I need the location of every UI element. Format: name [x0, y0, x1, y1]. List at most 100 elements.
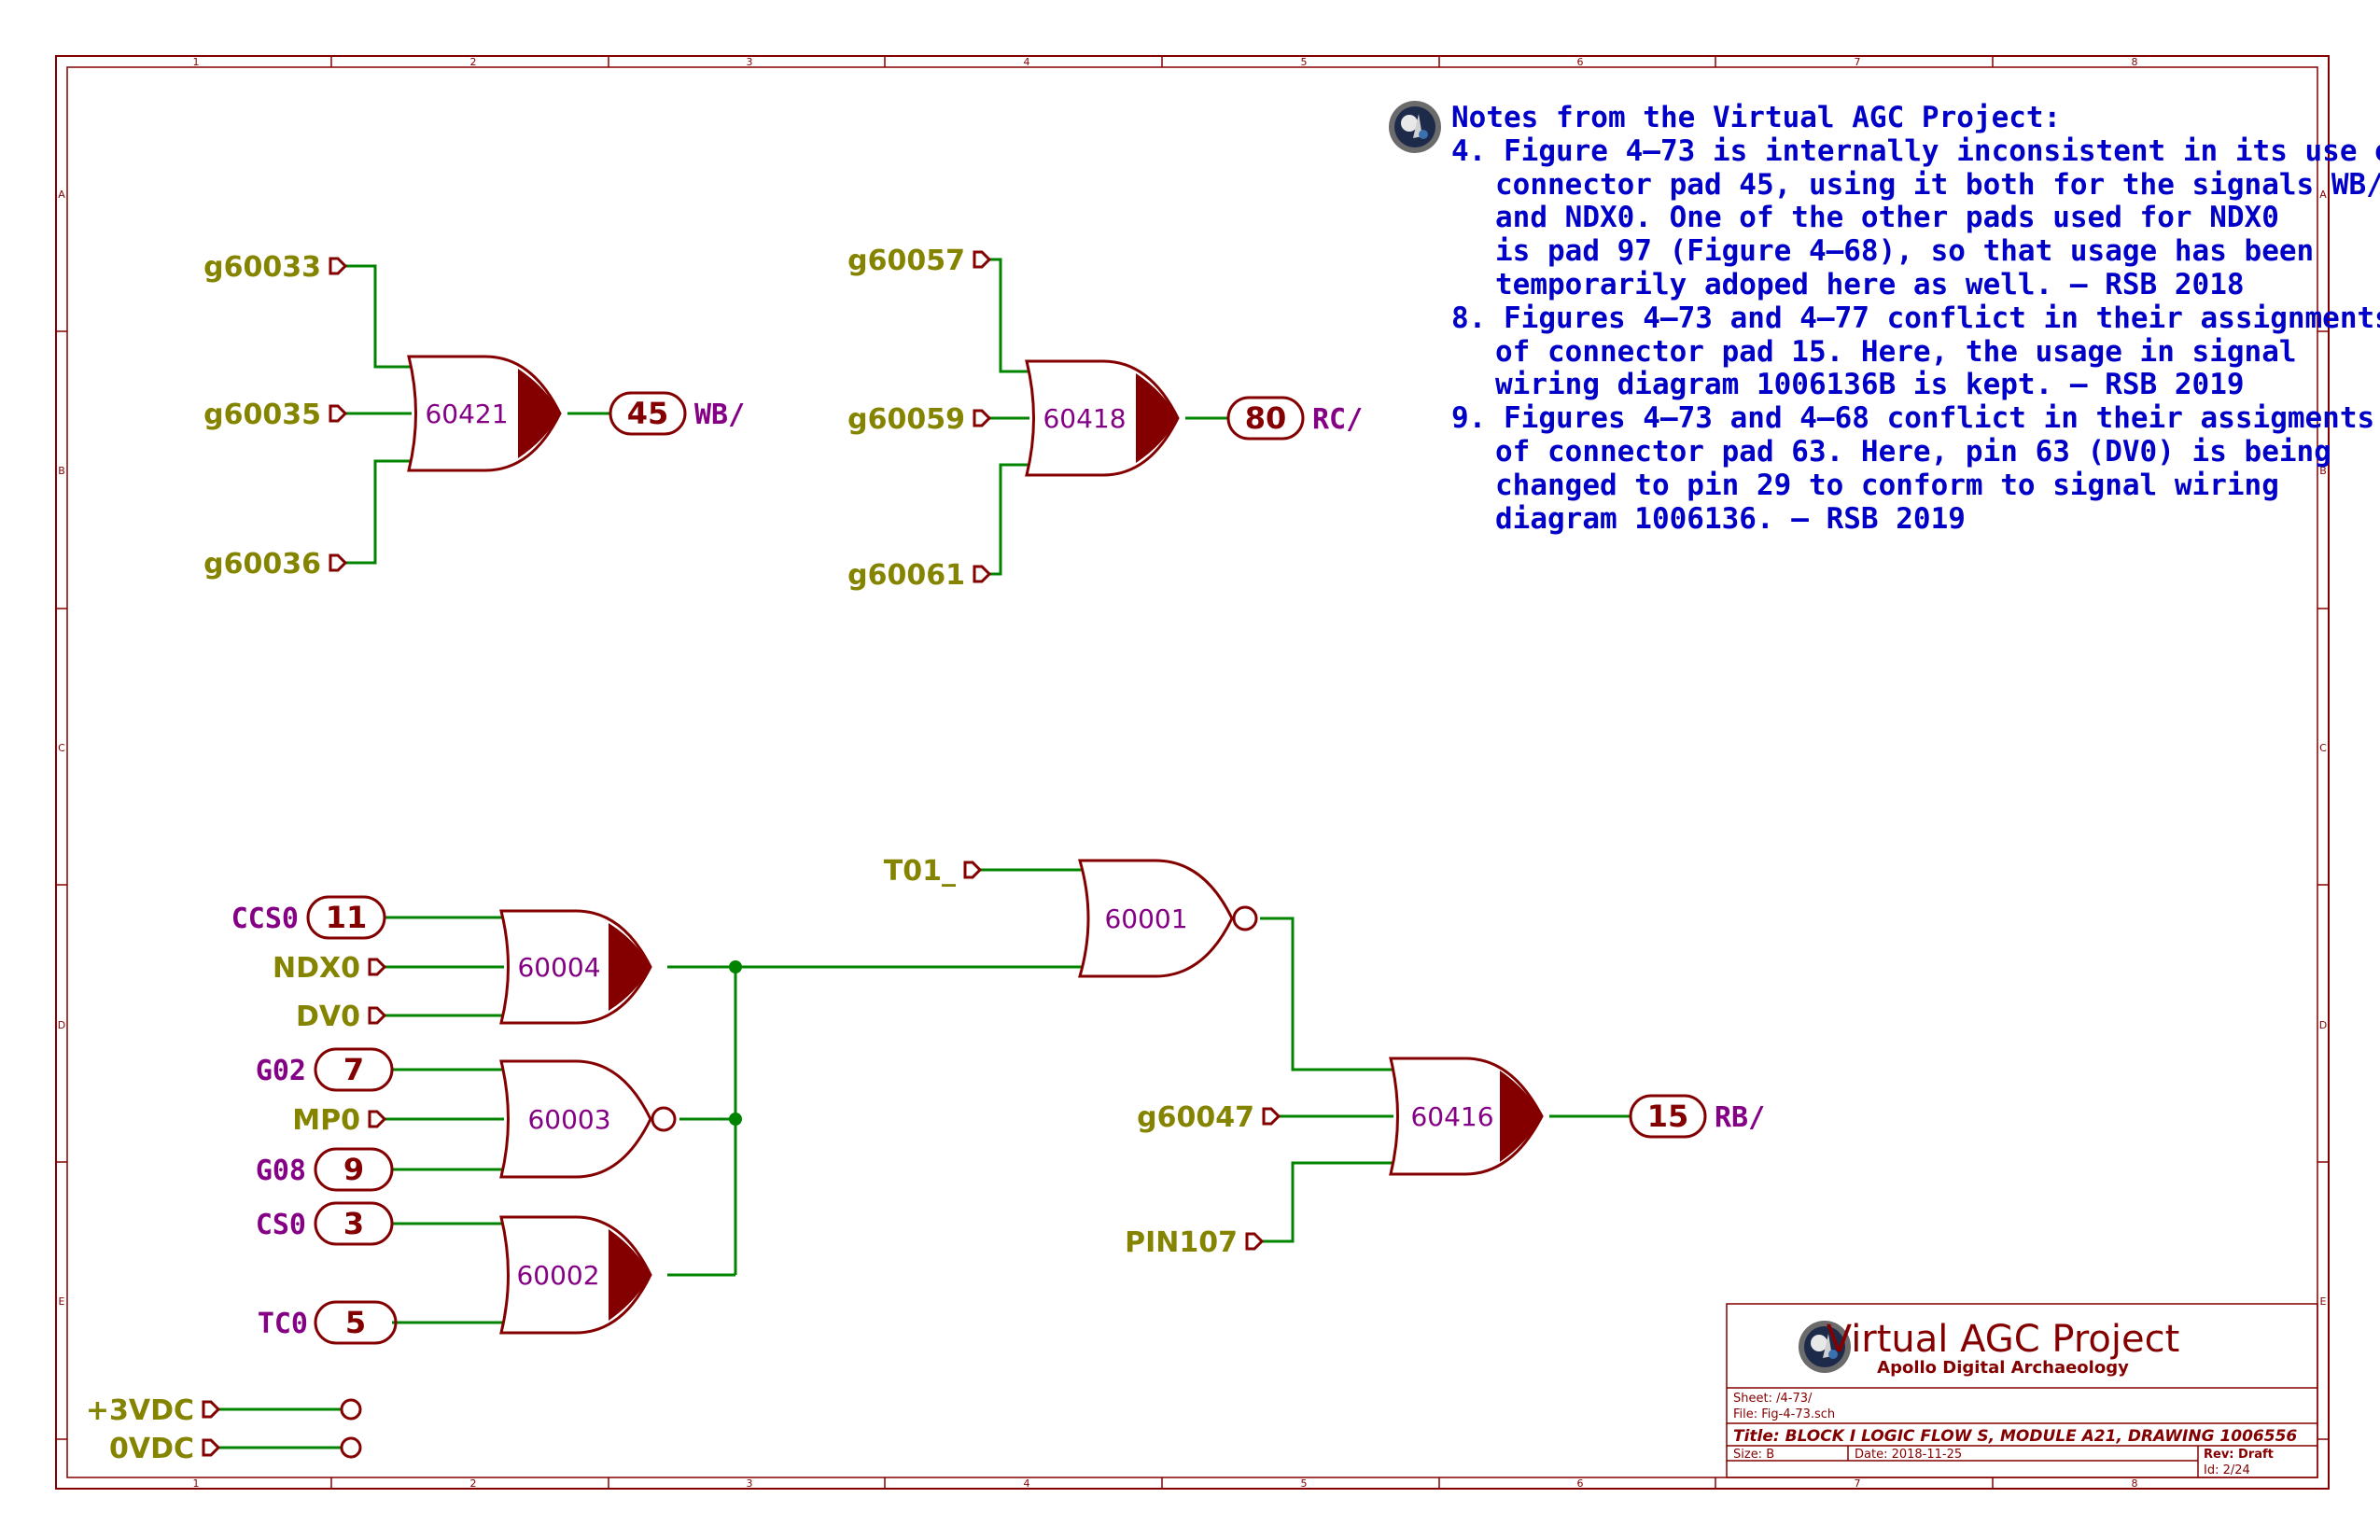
- row-ref-b-right: B: [2319, 465, 2327, 477]
- row-ref-b: B: [58, 465, 65, 477]
- inverter-bubble: [651, 1106, 677, 1132]
- tb-sheet: Sheet: /4-73/: [1733, 1392, 1813, 1406]
- tb-file: File: Fig-4-73.sch: [1733, 1407, 1835, 1421]
- power-terminals: [340, 1398, 362, 1459]
- pad-signal-g02: G02: [256, 1055, 306, 1087]
- note-line-4: is pad 97 (Figure 4–68), so that usage h…: [1495, 234, 2314, 268]
- col-ref-2: 2: [470, 56, 477, 68]
- row-ref-c-right: C: [2319, 742, 2327, 754]
- pad-5: [314, 1300, 398, 1345]
- pad-signal-cs0: CS0: [256, 1209, 306, 1241]
- col-ref-3: 3: [747, 56, 753, 68]
- col-ref-5-bottom: 5: [1301, 1477, 1308, 1490]
- input-label-pin107: PIN107: [1125, 1226, 1238, 1259]
- pad-num-5: 5: [345, 1305, 366, 1340]
- gate-60004[interactable]: 60004: [499, 909, 652, 1025]
- input-label-3vdc: +3VDC: [86, 1394, 194, 1427]
- input-label-0vdc: 0VDC: [109, 1433, 194, 1465]
- note-line-6: 8. Figures 4–73 and 4–77 conflict in the…: [1451, 301, 2380, 335]
- pad-signal-rb: RB/: [1715, 1101, 1765, 1134]
- note-line-11: changed to pin 29 to conform to signal w…: [1495, 469, 2279, 502]
- tb-date: Date: 2018-11-25: [1855, 1448, 1962, 1462]
- virtual-agc-notes: Notes from the Virtual AGC Project: 4. F…: [1389, 101, 2380, 536]
- col-ref-3-bottom: 3: [747, 1477, 753, 1490]
- input-label-g60061: g60061: [847, 559, 965, 592]
- inverter-bubble: [1232, 905, 1258, 931]
- note-line-5: temporarily adoped here as well. — RSB 2…: [1495, 268, 2245, 301]
- gate-label-60003: 60003: [527, 1104, 610, 1135]
- row-ref-d: D: [58, 1019, 65, 1031]
- tb-size: Size: B: [1733, 1448, 1774, 1462]
- tb-id: Id: 2/24: [2204, 1463, 2250, 1477]
- title-block: Virtual AGC Project Apollo Digital Archa…: [1726, 1303, 2318, 1478]
- row-ref-e-right: E: [2320, 1295, 2327, 1308]
- row-ref-d-right: D: [2319, 1019, 2327, 1031]
- wires: [218, 258, 1631, 1449]
- pad-11: [306, 895, 386, 940]
- apollo-logo-icon: [1389, 101, 1441, 153]
- drawing-frame: 1 2 3 4 5 6 7 8 1 2 3 4 5 6 7 8 A B C D …: [55, 55, 2330, 1490]
- connector-pads: 45 WB/ 80 RC/ 15 RB/ 11 CCS0 7 G02 9 G08…: [231, 391, 1765, 1345]
- note-line-2: connector pad 45, using it both for the …: [1495, 168, 2380, 202]
- junction-dots: [729, 960, 742, 1126]
- gate-60002[interactable]: 60002: [499, 1215, 652, 1335]
- notes-heading: Notes from the Virtual AGC Project:: [1451, 101, 2061, 134]
- input-label-t01: T01_: [884, 855, 956, 888]
- pad-signal-wb: WB/: [694, 399, 745, 431]
- col-ref-8-bottom: 8: [2132, 1477, 2138, 1490]
- note-line-3: and NDX0. One of the other pads used for…: [1495, 201, 2279, 234]
- col-ref-4-bottom: 4: [1024, 1477, 1030, 1490]
- col-ref-1-bottom: 1: [193, 1477, 200, 1490]
- pad-45: [609, 391, 687, 436]
- pad-signal-g08: G08: [256, 1155, 306, 1187]
- note-line-8: wiring diagram 1006136B is kept. — RSB 2…: [1495, 368, 2245, 401]
- note-line-12: diagram 1006136. — RSB 2019: [1495, 502, 1966, 536]
- pad-3: [314, 1201, 394, 1246]
- col-ref-7: 7: [1855, 56, 1861, 68]
- input-label-g60047: g60047: [1137, 1101, 1254, 1134]
- pad-num-7: 7: [343, 1052, 364, 1087]
- col-ref-1: 1: [193, 56, 200, 68]
- tb-rev: Rev: Draft: [2204, 1448, 2274, 1462]
- pad-num-80: 80: [1245, 400, 1287, 436]
- pad-signal-ccs0: CCS0: [231, 903, 299, 935]
- row-ref-a: A: [58, 189, 65, 201]
- gate-label-60002: 60002: [516, 1260, 599, 1291]
- col-ref-6-bottom: 6: [1577, 1477, 1584, 1490]
- gate-60003[interactable]: 60003: [499, 1059, 677, 1179]
- input-label-g60057: g60057: [847, 245, 965, 277]
- input-label-ndx0: NDX0: [273, 952, 360, 985]
- pad-80: [1226, 396, 1305, 441]
- pad-num-15: 15: [1647, 1099, 1689, 1134]
- pad-7: [314, 1047, 394, 1092]
- note-line-9: 9. Figures 4–73 and 4–68 conflict in the…: [1451, 401, 2374, 435]
- pad-num-45: 45: [627, 396, 669, 431]
- row-ref-c: C: [58, 742, 65, 754]
- row-ref-a-right: A: [2319, 189, 2327, 201]
- gate-60416[interactable]: 60416: [1389, 1057, 1544, 1176]
- gate-label-60421: 60421: [425, 399, 508, 429]
- gate-label-60418: 60418: [1043, 403, 1126, 434]
- input-ports: g60033 g60035 g60036 g60057 g60059 g6006…: [86, 245, 1281, 1465]
- pad-num-9: 9: [343, 1152, 364, 1187]
- input-label-g60035: g60035: [203, 399, 321, 431]
- pad-num-11: 11: [326, 900, 368, 935]
- note-line-10: of connector pad 63. Here, pin 63 (DV0) …: [1495, 435, 2331, 469]
- col-ref-7-bottom: 7: [1855, 1477, 1861, 1490]
- input-label-g60036: g60036: [203, 548, 321, 581]
- col-ref-2-bottom: 2: [470, 1477, 477, 1490]
- gate-60001[interactable]: 60001: [1078, 859, 1258, 978]
- note-line-7: of connector pad 15. Here, the usage in …: [1495, 335, 2297, 369]
- gate-60421[interactable]: 60421: [407, 355, 562, 472]
- tb-subtitle: Apollo Digital Archaeology: [1877, 1358, 2129, 1378]
- gate-60418[interactable]: 60418: [1025, 359, 1180, 477]
- gate-label-60004: 60004: [517, 952, 600, 983]
- gate-label-60001: 60001: [1104, 903, 1187, 934]
- col-ref-8: 8: [2132, 56, 2138, 68]
- pad-9: [314, 1147, 394, 1192]
- col-ref-5: 5: [1301, 56, 1308, 68]
- col-ref-4: 4: [1024, 56, 1030, 68]
- pad-signal-rc: RC/: [1312, 403, 1363, 436]
- pad-signal-tc0: TC0: [258, 1308, 308, 1340]
